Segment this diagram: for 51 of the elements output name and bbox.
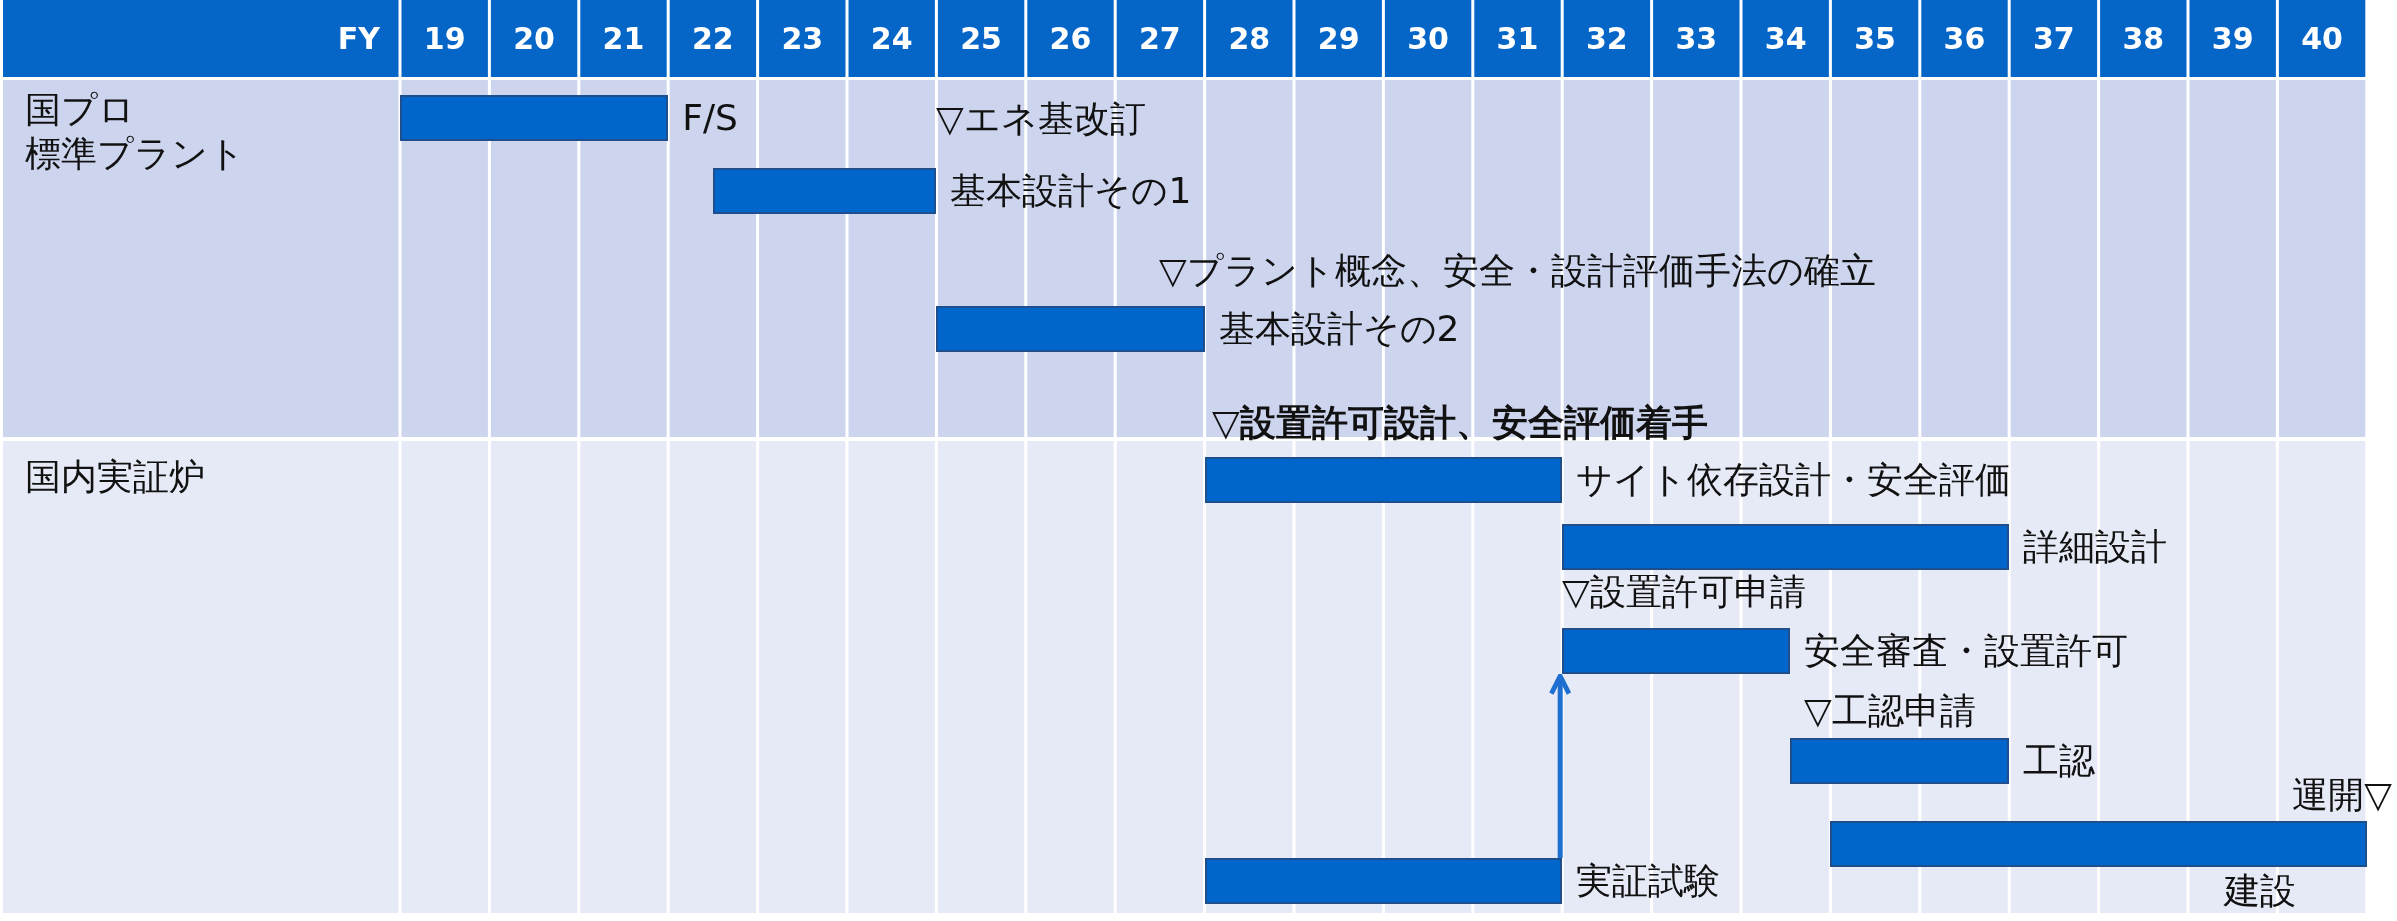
milestone-label: ▽設置許可設計、安全評価着手 [1212, 401, 1708, 445]
schedule-bar [1204, 457, 1563, 503]
row-heading: 国プロ標準プラント [25, 88, 245, 176]
task-label: 実証試験 [1576, 859, 1721, 903]
schedule-bar [1790, 738, 2010, 784]
row-band [3, 441, 2366, 913]
year-label: 20 [512, 20, 556, 58]
arrow [1549, 673, 1572, 858]
milestone-label: ▽設置許可申請 [1562, 570, 1806, 614]
task-label: 基本設計その1 [950, 169, 1192, 213]
schedule-bar [1830, 821, 2367, 867]
year-label: 28 [1227, 20, 1272, 58]
schedule-bar [1562, 524, 2010, 570]
milestone-label: 運開▽ [2292, 773, 2392, 817]
year-label: 32 [1585, 20, 1629, 58]
year-label: 19 [422, 20, 467, 58]
schedule-bar [936, 306, 1205, 352]
year-label: 27 [1138, 20, 1182, 58]
task-label: 安全審査・設置許可 [1804, 629, 2129, 673]
year-label: 34 [1763, 20, 1808, 58]
task-label: サイト依存設計・安全評価 [1576, 458, 2012, 502]
year-label: 37 [2032, 20, 2076, 58]
schedule-bar [712, 168, 937, 214]
year-label: 24 [869, 20, 914, 58]
year-label: 33 [1674, 20, 1719, 58]
row-heading: 国内実証炉 [25, 455, 205, 499]
year-label: 23 [780, 20, 825, 58]
year-label: 22 [691, 20, 735, 58]
year-label: 26 [1048, 20, 1093, 58]
task-label: 建設 [2224, 869, 2296, 913]
year-label: 36 [1942, 20, 1987, 58]
milestone-label: ▽工認申請 [1804, 689, 1976, 733]
task-label: 詳細設計 [2023, 525, 2168, 569]
year-label: 40 [2300, 20, 2344, 58]
year-label: 35 [1853, 20, 1897, 58]
task-label: F/S [682, 96, 738, 140]
year-label: 39 [2210, 20, 2255, 58]
year-label: 25 [959, 20, 1003, 58]
year-label: 31 [1495, 20, 1540, 58]
schedule-bar [400, 95, 669, 141]
year-label: 30 [1406, 20, 1450, 58]
fiscal-year-heading: FY [336, 20, 380, 58]
schedule-bar [1562, 628, 1791, 674]
task-label: 基本設計その2 [1218, 307, 1460, 351]
task-label: 工認 [2023, 739, 2096, 783]
milestone-label: ▽プラント概念、安全・設計評価手法の確立 [1159, 249, 1876, 293]
year-label: 21 [601, 20, 646, 58]
schedule-bar [1204, 858, 1563, 904]
milestone-label: ▽エネ基改訂 [936, 97, 1146, 141]
year-label: 38 [2121, 20, 2166, 58]
year-label: 29 [1316, 20, 1361, 58]
